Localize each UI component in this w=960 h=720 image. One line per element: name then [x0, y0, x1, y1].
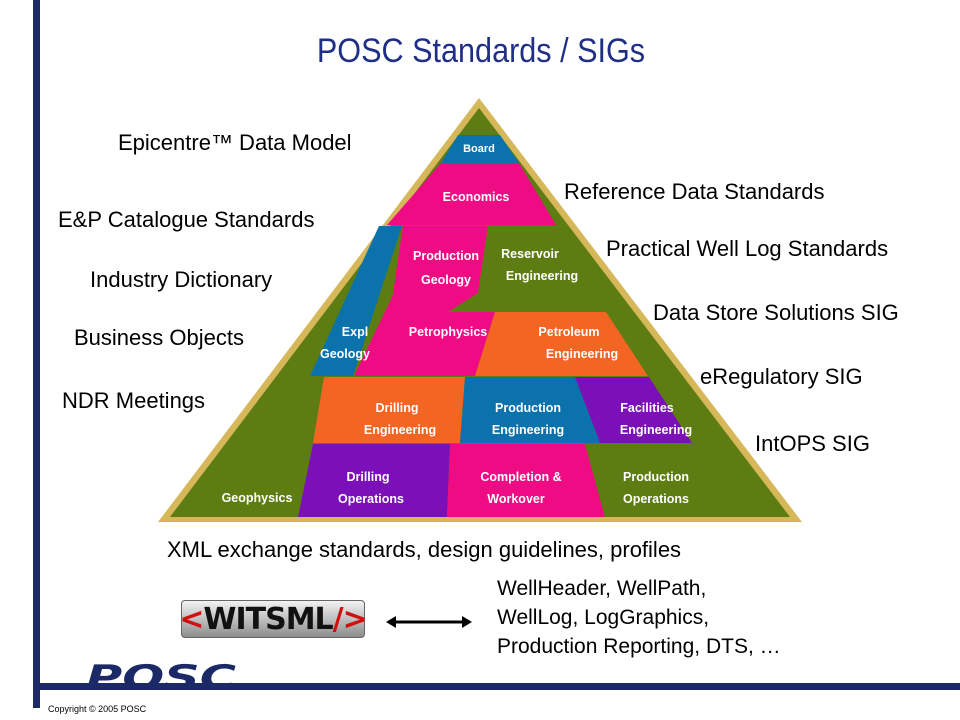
double-arrow-icon	[386, 616, 472, 628]
label-eregulatory: eRegulatory SIG	[700, 364, 863, 389]
text-economics: Economics	[443, 190, 510, 204]
text-reservoir-engineering-2: Engineering	[506, 269, 578, 283]
segment-production-engineering	[460, 377, 600, 443]
witsml-logo: <WITSML/>	[179, 600, 368, 638]
label-ep-catalogue: E&P Catalogue Standards	[58, 207, 315, 232]
segment-reservoir-engineering	[448, 226, 606, 312]
label-data-store: Data Store Solutions SIG	[653, 300, 899, 325]
text-production-geology-1: Production	[413, 249, 479, 263]
xml-exchange-line: XML exchange standards, design guideline…	[167, 537, 682, 562]
text-production-geology-2: Geology	[421, 273, 471, 287]
text-completion-workover-1: Completion &	[480, 470, 561, 484]
text-expl-geology-2: Geology	[320, 347, 370, 361]
text-production-operations-2: Operations	[623, 492, 689, 506]
text-drilling-engineering-1: Drilling	[375, 401, 418, 415]
segment-production-operations	[585, 444, 740, 517]
text-facilities-engineering-2: Engineering	[620, 423, 692, 437]
left-border-bar	[33, 0, 40, 708]
label-practical-well-log: Practical Well Log Standards	[606, 236, 889, 261]
text-board: Board	[463, 143, 495, 155]
posc-logo-text: POSC	[86, 659, 236, 693]
text-facilities-engineering-1: Facilities	[620, 401, 674, 415]
segment-production-geology	[393, 226, 488, 293]
bottom-border-bar	[33, 683, 960, 690]
witsml-name: WITSML	[203, 601, 333, 637]
witsml-objects-line-3: Production Reporting, DTS, …	[497, 635, 781, 658]
segment-drilling-operations	[298, 444, 450, 517]
segment-board	[441, 135, 519, 163]
segment-economics	[387, 163, 556, 225]
text-petroleum-engineering-1: Petroleum	[538, 325, 599, 339]
witsml-objects-line-1: WellHeader, WellPath,	[497, 577, 707, 600]
text-reservoir-engineering-1: Reservoir	[501, 247, 559, 261]
segment-facilities-engineering	[575, 377, 692, 443]
label-reference-data: Reference Data Standards	[564, 179, 825, 204]
text-drilling-operations-2: Operations	[338, 492, 404, 506]
label-business-objects: Business Objects	[74, 325, 244, 350]
text-petroleum-engineering-2: Engineering	[546, 347, 618, 361]
text-petrophysics: Petrophysics	[409, 325, 488, 339]
witsml-objects-list: WellHeader, WellPath, WellLog, LogGraphi…	[497, 574, 781, 661]
segment-petrophysics	[354, 293, 495, 376]
text-drilling-operations-1: Drilling	[346, 470, 389, 484]
label-ndr-meetings: NDR Meetings	[62, 388, 206, 413]
slide-title: POSC Standards / SIGs	[316, 32, 646, 70]
text-production-engineering-1: Production	[495, 401, 561, 415]
text-geophysics: Geophysics	[222, 491, 293, 505]
text-production-operations-1: Production	[623, 470, 689, 484]
segment-drilling-engineering	[313, 377, 465, 443]
posc-logo: POSC	[86, 659, 239, 693]
witsml-objects-line-2: WellLog, LogGraphics,	[497, 606, 710, 629]
label-intops: IntOPS SIG	[755, 431, 870, 456]
segment-completion-workover	[447, 444, 605, 517]
label-epicentre: Epicentre™ Data Model	[118, 130, 352, 155]
text-production-engineering-2: Engineering	[492, 423, 564, 437]
segment-petroleum-engineering	[475, 312, 648, 376]
text-expl-geology-1: Expl	[342, 325, 368, 339]
copyright-text: Copyright © 2005 POSC	[48, 704, 147, 714]
witsml-open-bracket: <	[179, 601, 204, 637]
segment-expl-geology	[310, 226, 402, 376]
text-drilling-engineering-2: Engineering	[364, 423, 436, 437]
text-completion-workover-2: Workover	[487, 492, 545, 506]
witsml-close-bracket: />	[332, 601, 368, 637]
label-industry-dictionary: Industry Dictionary	[90, 267, 273, 292]
